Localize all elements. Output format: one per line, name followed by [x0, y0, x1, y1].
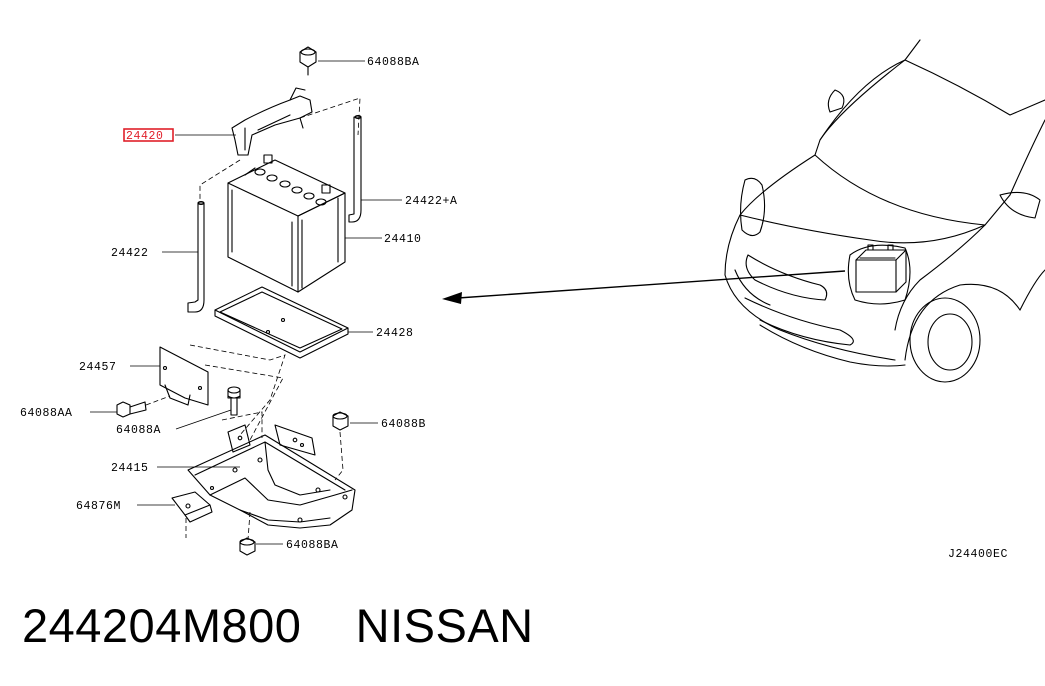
battery-tray-24428 — [214, 286, 349, 359]
dashed-frame-mid2 — [204, 364, 284, 441]
label-64088BA-bottom[interactable]: 64088BA — [286, 539, 339, 552]
caption-spacer — [301, 599, 355, 652]
dashed-bolt-line — [145, 395, 171, 406]
label-64088BA-top[interactable]: 64088BA — [367, 56, 420, 69]
part-caption: 244204M800 NISSAN — [22, 598, 534, 653]
clip-64876M — [171, 491, 213, 523]
label-24428[interactable]: 24428 — [376, 327, 414, 340]
hold-rod-24422A — [348, 114, 362, 223]
label-24422[interactable]: 24422 — [111, 247, 149, 260]
nut-64088BA-top — [299, 46, 317, 76]
label-24422A[interactable]: 24422+A — [405, 195, 458, 208]
label-64088A[interactable]: 64088A — [116, 424, 161, 437]
label-64876M[interactable]: 64876M — [76, 500, 121, 513]
leader-lines — [90, 60, 402, 545]
dashed-bottom — [247, 511, 251, 541]
dashed-frame-top — [299, 97, 361, 136]
label-24420[interactable]: 24420 — [126, 130, 164, 143]
hold-rod-24422 — [187, 200, 205, 313]
battery-bracket-24415 — [187, 424, 356, 529]
label-64088B[interactable]: 64088B — [381, 418, 426, 431]
dashed-frame-left — [199, 159, 241, 200]
part-highlight-box — [123, 128, 174, 142]
battery-24410 — [227, 154, 346, 293]
dashed-frame-mid — [189, 344, 286, 436]
dashed-frame-lower — [221, 411, 263, 438]
battery-clamp-24420 — [231, 87, 313, 156]
label-24415[interactable]: 24415 — [111, 462, 149, 475]
label-24410[interactable]: 24410 — [384, 233, 422, 246]
label-64088AA[interactable]: 64088AA — [20, 407, 73, 420]
label-24457[interactable]: 24457 — [79, 361, 117, 374]
nut-64088B — [332, 411, 349, 431]
nut-64088BA-bottom — [239, 537, 256, 556]
pointer-arrow — [442, 270, 846, 304]
plate-24457 — [159, 346, 209, 406]
brand-name: NISSAN — [355, 599, 534, 652]
bolt-64088AA — [116, 401, 147, 418]
dashed-nut-b — [334, 431, 344, 481]
bolt-64088A — [227, 386, 241, 416]
diagram-code: J24400EC — [948, 548, 1008, 561]
car-illustration — [724, 39, 1045, 383]
part-number: 244204M800 — [22, 599, 302, 652]
